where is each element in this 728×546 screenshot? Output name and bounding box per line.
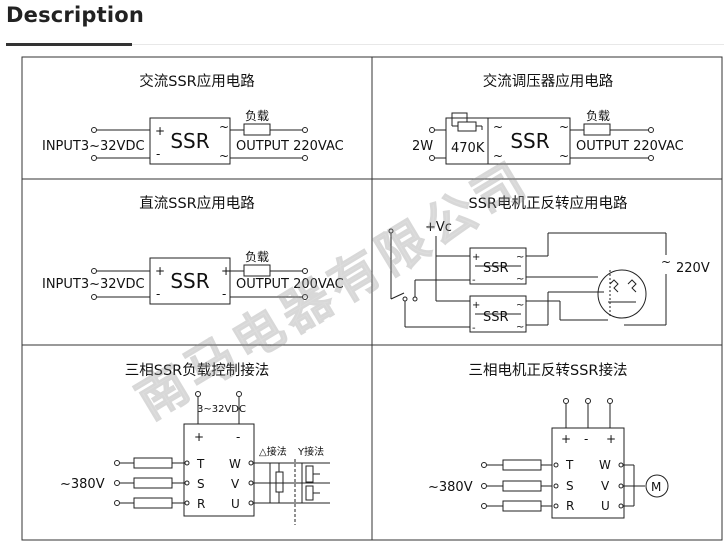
load-resistor	[243, 123, 271, 136]
svg-text:~: ~	[493, 149, 503, 163]
panel-title: 交流调压器应用电路	[483, 72, 614, 90]
vc-label: +Vc	[425, 220, 452, 235]
voltage-label: 220V	[676, 261, 710, 276]
ssr-label: SSR	[170, 269, 209, 293]
ssr-box	[149, 117, 231, 165]
input-label: INPUT3~32VDC	[42, 139, 145, 154]
panel-motor-reverse: SSR电机正反转应用电路 +Vc SSR + - ~ ~ SSR + - ~ ~	[388, 194, 710, 334]
svg-text:R: R	[566, 499, 574, 513]
svg-text:+: +	[472, 252, 480, 263]
ssr-label: SSR	[510, 129, 549, 153]
svg-text:~: ~	[661, 255, 671, 269]
svg-text:-: -	[156, 147, 160, 161]
delta-label: △接法	[259, 445, 287, 458]
voltage-label: ~380V	[60, 477, 105, 492]
svg-text:~: ~	[219, 149, 229, 163]
output-label: OUTPUT 220VAC	[236, 139, 344, 154]
svg-text:-: -	[156, 287, 160, 301]
panel-title: 三相SSR负载控制接法	[125, 362, 269, 379]
panel-title: 交流SSR应用电路	[139, 72, 255, 90]
header-divider	[132, 44, 724, 45]
y-label: Y接法	[297, 445, 324, 458]
motor-symbol	[645, 474, 669, 498]
ssr-box	[149, 257, 231, 305]
svg-text:U: U	[231, 497, 240, 511]
svg-text:U: U	[601, 499, 610, 513]
motor-symbol	[597, 269, 647, 319]
svg-text:~: ~	[516, 252, 524, 263]
ssr-label: SSR	[483, 310, 509, 325]
panel-dc-ssr: 直流SSR应用电路 INPUT3~32VDC SSR + - + - 负载 OU…	[42, 194, 344, 305]
svg-text:V: V	[601, 479, 610, 493]
panel-three-phase-motor: 三相电机正反转SSR接法 + - + T S R W V U ~380V	[428, 362, 669, 519]
panel-title: 三相电机正反转SSR接法	[469, 362, 628, 379]
svg-text:-: -	[584, 432, 588, 446]
output-label: OUTPUT 200VAC	[236, 277, 344, 292]
dc-label: 3~32VDC	[197, 404, 246, 415]
ssr-label: SSR	[170, 129, 209, 153]
svg-text:+: +	[472, 300, 480, 311]
svg-text:S: S	[566, 479, 574, 493]
svg-text:+: +	[561, 432, 571, 446]
load-label: 负载	[586, 109, 610, 123]
svg-text:-: -	[472, 275, 476, 286]
panel-title: SSR电机正反转应用电路	[469, 194, 628, 212]
watt-label: 2W	[412, 139, 433, 154]
svg-text:+: +	[221, 264, 231, 278]
load-label: 负载	[245, 250, 269, 264]
panel-ac-ssr: 交流SSR应用电路 INPUT3~32VDC SSR + - ~ ~ 负载 OU…	[42, 72, 344, 165]
svg-text:S: S	[197, 477, 205, 491]
svg-text:V: V	[231, 477, 240, 491]
ssr-box-top	[469, 247, 527, 285]
load-label: 负载	[245, 109, 269, 123]
svg-text:~: ~	[559, 120, 569, 134]
svg-text:R: R	[197, 497, 205, 511]
ssr-module	[183, 423, 255, 517]
svg-text:~: ~	[516, 274, 524, 285]
ssr-module	[551, 427, 625, 519]
svg-text:-: -	[472, 323, 476, 334]
output-label: OUTPUT 220VAC	[576, 139, 684, 154]
svg-text:+: +	[194, 430, 204, 444]
load-resistor	[583, 123, 611, 136]
panel-title: 直流SSR应用电路	[139, 194, 255, 212]
ssr-box	[487, 117, 571, 165]
svg-text:~: ~	[493, 120, 503, 134]
svg-text:+: +	[606, 432, 616, 446]
diagram-grid	[21, 56, 723, 541]
svg-text:+: +	[155, 124, 165, 138]
ssr-label: SSR	[483, 261, 509, 276]
page-header: Description	[0, 0, 728, 50]
svg-text:-: -	[236, 430, 240, 444]
motor-label: M	[651, 480, 661, 494]
svg-text:T: T	[565, 458, 574, 472]
voltage-label: ~380V	[428, 480, 473, 495]
input-label: INPUT3~32VDC	[42, 277, 145, 292]
title-underline	[6, 43, 132, 46]
svg-text:~: ~	[219, 120, 229, 134]
svg-text:~: ~	[516, 300, 524, 311]
panel-ac-regulator: 交流调压器应用电路 2W 470K SSR ~ ~ ~ ~ 负载 OUTPUT …	[412, 72, 684, 165]
load-resistor	[243, 264, 271, 277]
page-title: Description	[6, 3, 145, 27]
svg-text:-: -	[222, 287, 226, 301]
svg-text:+: +	[155, 264, 165, 278]
svg-text:W: W	[229, 457, 241, 471]
svg-text:~: ~	[559, 149, 569, 163]
panel-three-phase-load: 三相SSR负载控制接法 3~32VDC + - T S R W V U ~380…	[60, 362, 330, 525]
ssr-box-bottom	[469, 295, 527, 333]
svg-text:T: T	[196, 457, 205, 471]
svg-text:W: W	[599, 458, 611, 472]
svg-text:~: ~	[516, 322, 524, 333]
pot-label: 470K	[451, 141, 485, 156]
